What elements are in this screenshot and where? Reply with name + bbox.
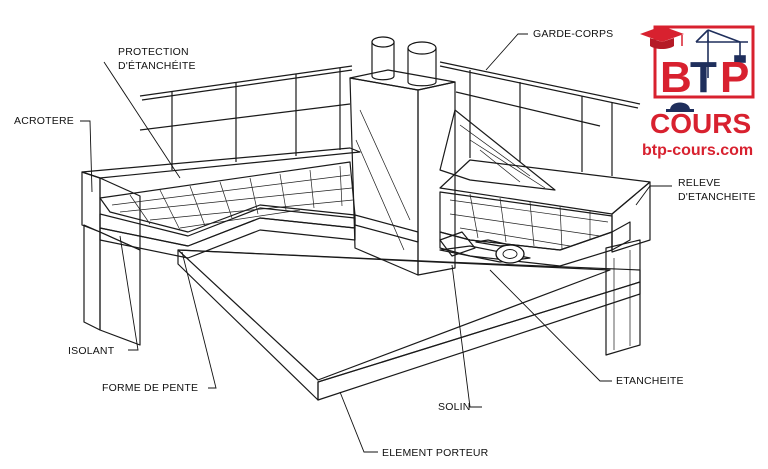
label-releve-line1: RELEVE xyxy=(678,177,721,189)
membrane-sheet xyxy=(439,245,531,263)
label-releve-line2: D'ETANCHEITE xyxy=(678,191,756,203)
etancheite-upstand xyxy=(439,109,556,191)
label-protection-line2: D'ÉTANCHÉITE xyxy=(118,59,196,72)
logo-letter-b: B xyxy=(660,53,692,102)
acrotere-left xyxy=(81,171,101,233)
isolant-layer xyxy=(99,207,356,247)
protection-tiles-left xyxy=(99,161,356,233)
label-protection-line1: PROTECTION xyxy=(118,46,189,58)
graduation-cap-icon xyxy=(640,26,684,49)
garde-corps-left xyxy=(139,65,353,170)
label-solin: SOLIN xyxy=(438,401,471,413)
roof-drawing xyxy=(81,36,651,401)
left-wall xyxy=(83,224,101,331)
leader-lines xyxy=(80,33,672,453)
label-element-porteur: ELEMENT PORTEUR xyxy=(382,447,489,459)
label-forme-de-pente: FORME DE PENTE xyxy=(102,382,198,394)
label-garde-corps: GARDE-CORPS xyxy=(533,28,613,40)
hard-hat-icon xyxy=(666,102,694,112)
solin-band xyxy=(354,214,419,243)
chimney-pipe-left xyxy=(371,41,395,81)
label-acrotere: ACROTERE xyxy=(14,115,74,127)
chimney-stack-front xyxy=(349,77,419,276)
membrane-roll xyxy=(495,244,525,264)
logo-word-cours: COURS xyxy=(650,108,751,139)
acrotere-right xyxy=(439,159,651,215)
label-etancheite: ETANCHEITE xyxy=(616,375,684,387)
btp-cours-logo: B T P COURS btp-cours.com xyxy=(640,25,755,159)
logo-url: btp-cours.com xyxy=(642,142,753,159)
label-isolant: ISOLANT xyxy=(68,345,115,357)
logo-letter-p: P xyxy=(720,53,749,102)
labels: PROTECTION D'ÉTANCHÉITE ACROTERE GARDE-C… xyxy=(14,28,756,459)
right-wall xyxy=(605,239,641,356)
chimney-pipe-right xyxy=(407,47,437,87)
logo-letter-t: T xyxy=(690,53,717,102)
element-porteur-slab xyxy=(177,249,641,401)
crane-icon xyxy=(695,29,748,78)
garde-corps-right xyxy=(439,61,641,176)
logo-frame xyxy=(653,25,755,99)
